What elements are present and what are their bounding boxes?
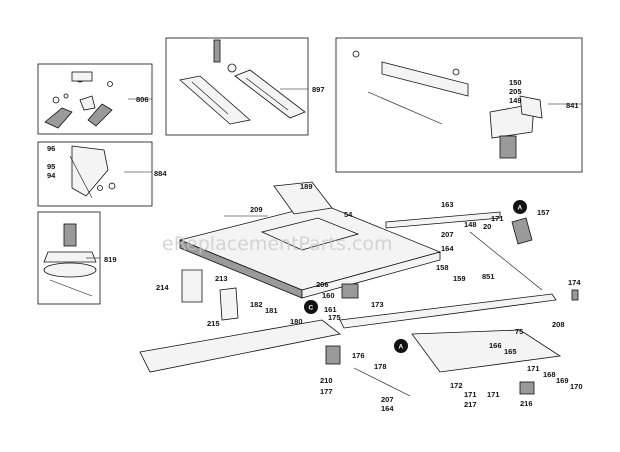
part-number: 157 [537,208,550,217]
part-number: 149 [509,96,522,105]
part-number: 209 [250,205,263,214]
part-number: 207 [441,230,454,239]
part-number: 174 [568,278,581,287]
part-number: 75 [515,327,523,336]
part-number: 177 [320,387,333,396]
callout-label: A [399,344,404,351]
part-number: 168 [543,370,556,379]
part-number: 884 [154,169,167,178]
part-number: 170 [570,382,583,391]
callout-label: C [309,305,314,312]
part-number: 217 [464,400,477,409]
part-number: 213 [215,274,228,283]
part-number: 159 [453,274,466,283]
part-number: 206 [316,280,329,289]
part-number: 169 [556,376,569,385]
part-number: 160 [322,291,335,300]
frame-806 [37,63,153,135]
part-number: 175 [328,313,341,322]
part-number: 841 [566,101,579,110]
part-number: 148 [464,220,477,229]
part-number: 161 [324,305,337,314]
part-number: 207 [381,395,394,404]
part-number: 210 [320,376,333,385]
part-number: 182 [250,300,263,309]
part-number: 171 [491,214,504,223]
part-number: 189 [300,182,313,191]
part-number: 214 [156,283,169,292]
part-number: 205 [509,87,522,96]
part-number: 819 [104,255,117,264]
callout-a-upper: A [513,200,527,214]
frame-841 [335,37,583,173]
callout-a-lower: A [394,339,408,353]
part-number: 163 [441,200,454,209]
part-number: 851 [482,272,495,281]
part-number: 164 [441,244,454,253]
frame-819 [37,211,101,305]
part-number: 208 [552,320,565,329]
part-number: 165 [504,347,517,356]
part-labels: 806 897 841 150 205 149 96 95 94 884 819… [47,78,583,413]
part-number: 172 [450,381,463,390]
part-number: 171 [487,390,500,399]
part-number: 94 [47,171,56,180]
part-number: 166 [489,341,502,350]
part-number: 20 [483,222,491,231]
frame-897 [165,37,309,136]
part-number: 176 [352,351,365,360]
part-number: 54 [344,210,353,219]
part-number: 216 [520,399,533,408]
part-number: 180 [290,317,303,326]
watermark: eReplacementParts.com [162,233,393,255]
part-number: 171 [464,390,477,399]
part-number: 181 [265,306,278,315]
part-number: 171 [527,364,540,373]
part-number: 158 [436,263,449,272]
part-number: 806 [136,95,149,104]
part-number: 897 [312,85,325,94]
part-number: 173 [371,300,384,309]
part-number: 178 [374,362,387,371]
frame-884 [37,141,153,207]
callout-label: A [518,205,523,212]
part-number: 96 [47,144,55,153]
part-number: 95 [47,162,55,171]
part-number: 150 [509,78,522,87]
part-number: 215 [207,319,220,328]
part-number: 164 [381,404,394,413]
main-table-assembly [139,181,579,397]
callout-c: C [304,300,318,314]
